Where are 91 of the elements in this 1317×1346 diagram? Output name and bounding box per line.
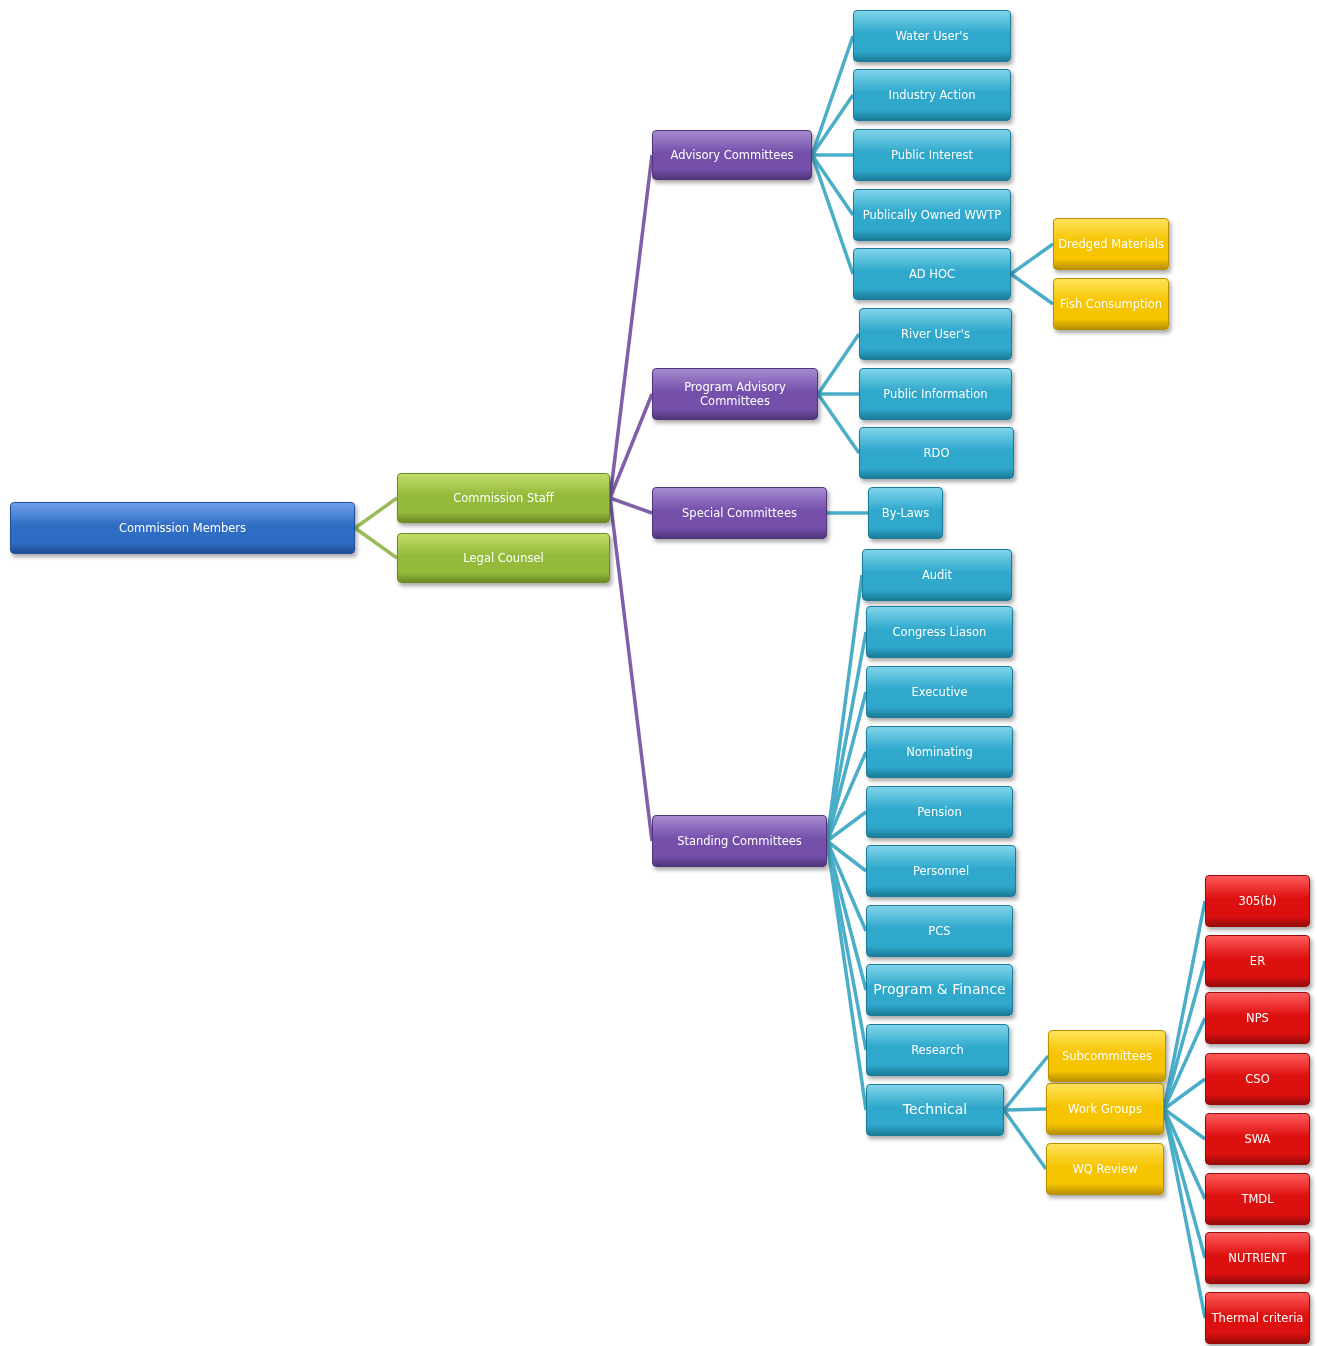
org-box xyxy=(853,248,1011,300)
connector-line xyxy=(1010,272,1054,306)
org-box xyxy=(1205,1053,1310,1105)
org-box xyxy=(866,726,1013,778)
box-label: Thermal criteria xyxy=(1211,1310,1304,1326)
box-label: Standing Committees xyxy=(677,833,802,849)
org-box xyxy=(866,845,1016,897)
box-label: SWA xyxy=(1244,1131,1271,1147)
box-label: Commission Members xyxy=(118,520,247,536)
org-box xyxy=(1053,278,1169,330)
org-box xyxy=(1205,1113,1310,1165)
org-box xyxy=(1046,1143,1164,1195)
connector-line xyxy=(1002,1109,1048,1170)
connector-line xyxy=(816,393,861,454)
box-label: Public Information xyxy=(883,386,988,402)
connector-line xyxy=(1010,242,1054,276)
box-label: Pension xyxy=(917,804,962,820)
connector-line xyxy=(608,497,654,842)
box-label: Publically Owned WWTP xyxy=(862,207,1002,223)
box-label: Research xyxy=(911,1042,964,1058)
org-box xyxy=(862,549,1012,601)
org-box xyxy=(868,487,943,539)
box-label: Legal Counsel xyxy=(463,550,544,566)
org-box xyxy=(859,308,1012,360)
box-label: CSO xyxy=(1245,1071,1270,1087)
org-box xyxy=(866,964,1013,1016)
org-box xyxy=(853,189,1011,241)
box-label: NPS xyxy=(1246,1010,1269,1026)
org-box xyxy=(1205,1173,1310,1225)
box-label: ER xyxy=(1249,953,1266,969)
box-label: Technical xyxy=(902,1101,968,1119)
box-label: NUTRIENT xyxy=(1228,1250,1287,1266)
org-box xyxy=(1205,875,1310,927)
org-box xyxy=(10,502,355,554)
org-box xyxy=(652,130,812,180)
org-box xyxy=(1046,1083,1164,1135)
box-label: Water User's xyxy=(895,28,969,44)
org-box xyxy=(652,815,827,867)
connector-line xyxy=(1003,1107,1047,1112)
box-label: Personnel xyxy=(912,863,970,879)
box-label: WQ Review xyxy=(1072,1161,1138,1177)
org-box xyxy=(859,368,1012,420)
box-label: TMDL xyxy=(1241,1191,1274,1207)
box-label: Commission Staff xyxy=(453,490,554,506)
connector-line xyxy=(609,496,653,515)
connector-line xyxy=(812,153,853,157)
box-label: Program Advisory Committees xyxy=(683,379,787,409)
org-box xyxy=(1205,935,1310,987)
org-box xyxy=(652,487,827,539)
connector-line xyxy=(818,392,859,396)
org-box xyxy=(1205,1232,1310,1284)
org-box xyxy=(866,666,1013,718)
org-box xyxy=(652,368,818,420)
box-label: Public Interest xyxy=(891,147,973,163)
org-box xyxy=(866,786,1013,838)
connector-line xyxy=(816,333,861,395)
box-label: Fish Consumption xyxy=(1059,296,1163,312)
box-label: Executive xyxy=(911,684,968,700)
box-label: PCS xyxy=(928,923,951,939)
org-box xyxy=(853,129,1011,181)
box-label: Dredged Materials xyxy=(1058,236,1164,252)
box-label: Congress Liason xyxy=(892,624,987,640)
org-box xyxy=(397,473,610,523)
box-label: Special Committees xyxy=(682,505,797,521)
box-label: Industry Action xyxy=(888,87,976,103)
connector-line xyxy=(354,496,398,530)
box-label: Audit xyxy=(921,567,953,583)
box-label: RDO xyxy=(923,445,950,461)
org-box xyxy=(853,10,1011,62)
org-box xyxy=(1053,218,1169,270)
org-box xyxy=(866,1024,1009,1076)
box-label: River User's xyxy=(901,326,970,342)
box-label: Nominating xyxy=(906,744,973,760)
org-box xyxy=(1048,1030,1166,1082)
box-label: AD HOC xyxy=(908,266,956,282)
org-box xyxy=(1205,992,1310,1044)
box-label: Program & Finance xyxy=(873,981,1006,999)
org-box xyxy=(866,1084,1004,1136)
org-box xyxy=(1205,1292,1310,1344)
org-box xyxy=(853,69,1011,121)
org-box xyxy=(397,533,610,583)
box-label: 305(b) xyxy=(1238,893,1277,909)
org-box xyxy=(866,606,1013,658)
org-box xyxy=(859,427,1014,479)
connector-line xyxy=(354,526,398,560)
box-label: Advisory Committees xyxy=(670,147,794,163)
box-label: By-Laws xyxy=(881,505,930,521)
connector-line xyxy=(827,511,868,515)
box-label: Work Groups xyxy=(1068,1101,1142,1117)
box-label: Subcommittees xyxy=(1062,1048,1152,1064)
org-box xyxy=(866,905,1013,957)
